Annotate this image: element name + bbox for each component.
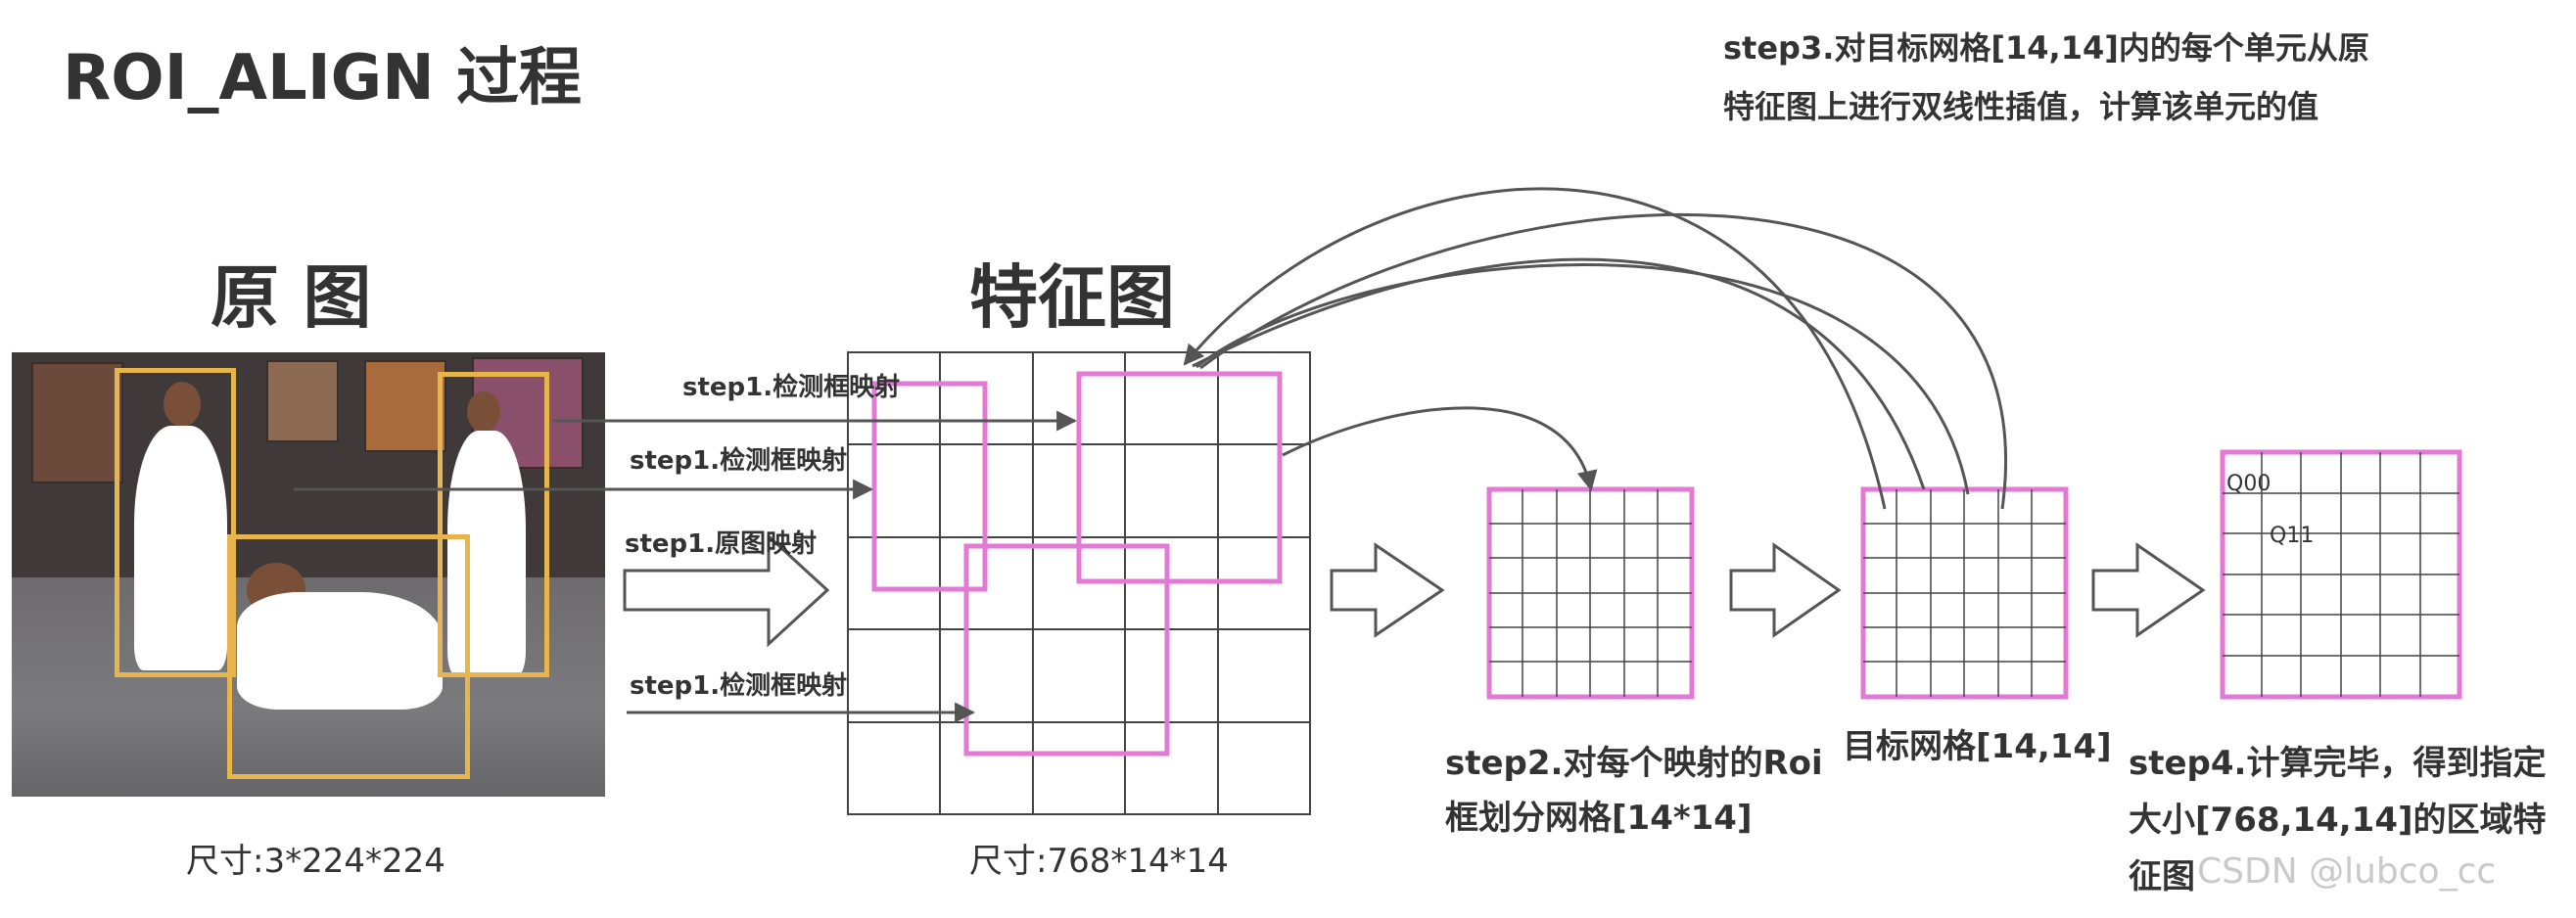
detection-box-middle	[227, 534, 470, 779]
step1-arrows	[294, 410, 1078, 723]
detection-box-left	[115, 368, 236, 677]
original-size-label: 尺寸:3*224*224	[186, 842, 445, 881]
feature-size-label: 尺寸:768*14*14	[969, 842, 1229, 881]
result-grid	[2220, 449, 2462, 700]
original-image-heading: 原 图	[211, 257, 372, 338]
feature-map-heading: 特征图	[969, 257, 1175, 338]
target-grid-label: 目标网格[14,14]	[1843, 727, 2112, 766]
step4-line2: 大小[768,14,14]的区域特	[2129, 801, 2547, 840]
roi-subgrid-step2	[1486, 486, 1695, 700]
step3-line2: 特征图上进行双线性插值，计算该单元的值	[1723, 88, 2319, 125]
q00-label: Q00	[2226, 472, 2272, 496]
original-image	[12, 352, 605, 797]
roi-boxes	[871, 371, 1283, 757]
step4-line3: 征图	[2129, 857, 2195, 896]
step2-line2: 框划分网格[14*14]	[1445, 799, 1753, 838]
watermark: CSDN @lubco_cc	[2197, 851, 2497, 892]
step1-label-a: step1.检测框映射	[682, 373, 901, 402]
block-arrows	[623, 532, 2206, 648]
step1-label-b: step1.检测框映射	[630, 446, 848, 476]
target-grid	[1860, 486, 2069, 700]
step2-line1: step2.对每个映射的Roi	[1445, 744, 1823, 783]
page-title: ROI_ALIGN 过程	[63, 42, 582, 115]
step4-line1: step4.计算完毕，得到指定	[2129, 744, 2547, 783]
step1-label-c: step1.原图映射	[625, 529, 818, 559]
step1-label-d: step1.检测框映射	[630, 671, 848, 701]
step3-curves	[1183, 187, 2007, 510]
q11-label: Q11	[2270, 524, 2315, 548]
curve-roi-to-grid	[1282, 406, 1598, 492]
detection-box-right	[438, 372, 549, 677]
step3-line1: step3.对目标网格[14,14]内的每个单元从原	[1723, 29, 2369, 67]
